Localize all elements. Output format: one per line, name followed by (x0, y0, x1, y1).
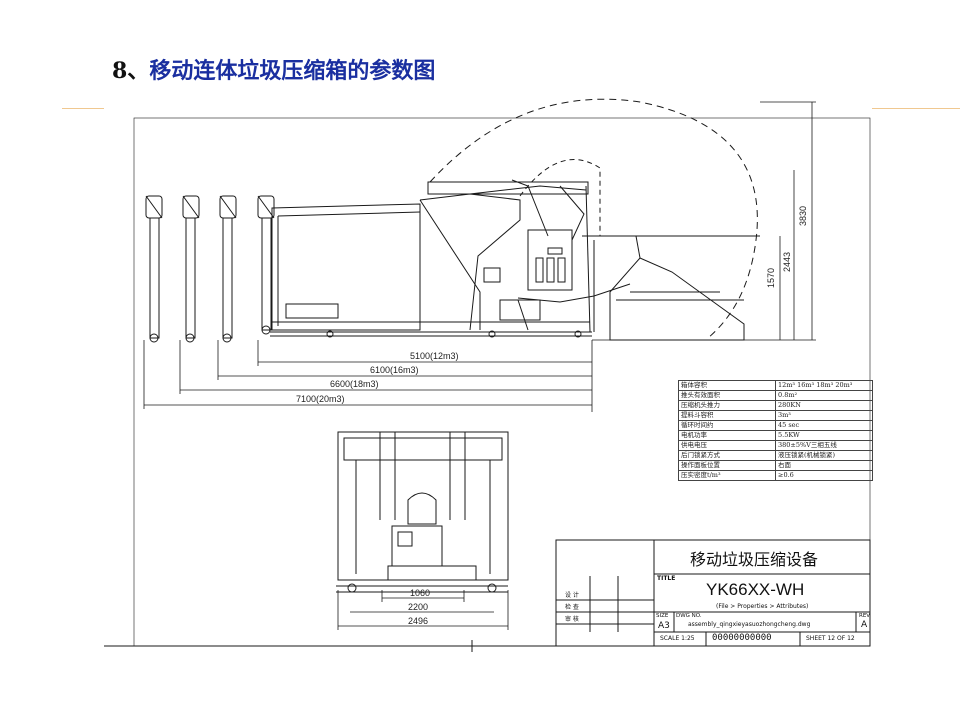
height-dimension-lines (592, 101, 816, 341)
title-rule-right (872, 108, 960, 109)
dim-6600: 6600(18m3) (330, 379, 379, 389)
title-text: 移动连体垃圾压缩箱的参数图 (149, 58, 436, 84)
dim-1570: 1570 (766, 268, 776, 288)
dim-6100: 6100(16m3) (370, 365, 419, 375)
pusher-frame-4 (257, 195, 275, 335)
spec-row: 操作面板位置右面 (678, 460, 873, 471)
swing-arc-inner (519, 159, 601, 236)
dim-2496: 2496 (408, 616, 428, 626)
sheet-text: SHEET 12 OF 12 (806, 635, 855, 642)
feed-bucket (609, 235, 745, 341)
swing-arc-outer (429, 98, 758, 339)
model-number: YK66XX-WH (706, 580, 805, 599)
container-body (270, 203, 592, 338)
length-dimension-lines (143, 340, 593, 412)
dim-5100: 5100(12m3) (410, 351, 459, 361)
rear-view (336, 431, 509, 630)
spec-row: 后门锁紧方式液压锁紧(机械锁紧) (678, 450, 873, 461)
pusher-frame-2 (182, 195, 200, 343)
dim-3830: 3830 (798, 206, 808, 226)
attributes-hint: (File > Properties > Attributes) (716, 603, 809, 610)
dwg-label: DWG NO. (676, 613, 702, 619)
pusher-frame-1 (145, 195, 163, 343)
title-block-frame (555, 539, 871, 647)
slide-title: 8、移动连体垃圾压缩箱的参数图 (112, 56, 435, 86)
role-approve: 审 核 (565, 616, 579, 623)
scale-text: SCALE 1:25 (660, 635, 695, 642)
title-rule-left (62, 108, 104, 109)
spec-row: 压实密度t/m³≥0.6 (678, 470, 873, 481)
title-label: TITLE (657, 575, 676, 582)
size-value: A3 (658, 621, 670, 631)
lift-mechanism (511, 179, 760, 333)
product-name: 移动垃圾压缩设备 (690, 550, 819, 569)
dim-1060: 1060 (410, 588, 430, 598)
rev-label: REV (859, 613, 871, 619)
dim-2443: 2443 (782, 252, 792, 272)
role-check: 检 查 (565, 604, 579, 611)
title-number: 8、 (112, 58, 150, 84)
compression-head (419, 181, 589, 331)
rev-value: A (861, 620, 868, 630)
dwg-value: assembly_qingxieyasuozhongcheng.dwg (688, 621, 811, 628)
drawing-number: 00000000000 (712, 633, 772, 643)
dim-7100: 7100(20m3) (296, 394, 345, 404)
dim-2200: 2200 (408, 602, 428, 612)
size-label: SIZE (656, 613, 669, 619)
role-design: 设 计 (565, 592, 579, 599)
pusher-frame-3 (219, 195, 237, 343)
